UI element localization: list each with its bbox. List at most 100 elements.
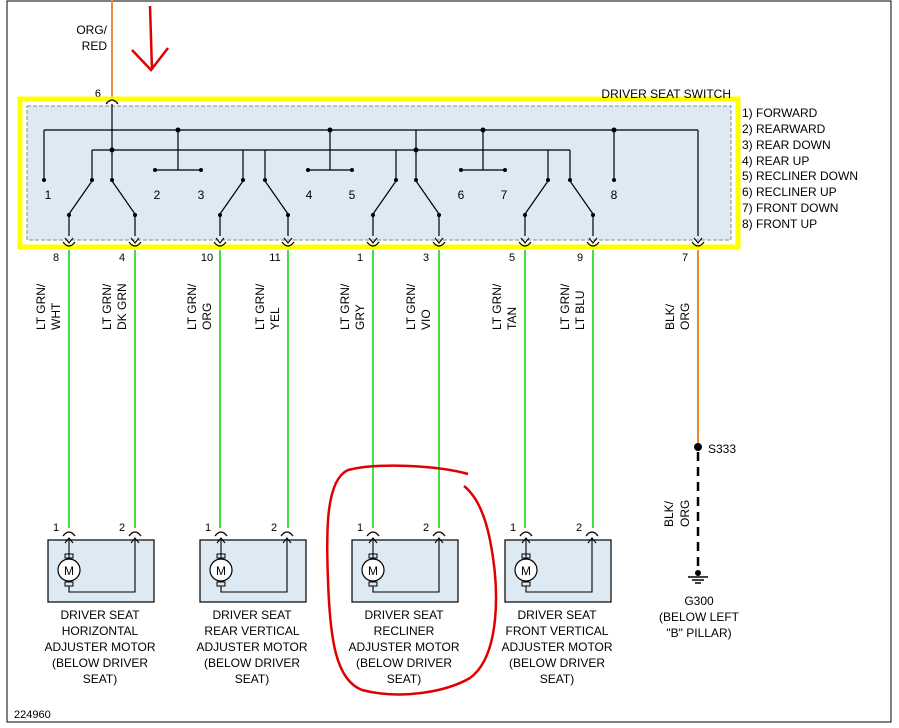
motor-symbol xyxy=(57,558,81,582)
feed-connector xyxy=(105,99,119,105)
wire-color-1: LT GRN/ xyxy=(34,283,48,330)
wire-color-2: DK GRN xyxy=(115,283,129,330)
bus-junction-dots xyxy=(109,127,617,153)
motor-label-line: DRIVER SEAT xyxy=(212,608,292,622)
pin-chevron xyxy=(520,237,530,244)
ground-label-3: "B" PILLAR) xyxy=(666,626,731,640)
contact-number-7: 7 xyxy=(501,188,508,202)
wire-color-1: LT GRN/ xyxy=(253,283,267,330)
brush xyxy=(368,553,378,559)
wire-color-1: BLK/ xyxy=(663,303,677,330)
motor-pin-number: 1 xyxy=(205,522,211,534)
motor-label-line: ADJUSTER MOTOR xyxy=(501,640,612,654)
pin-chevron xyxy=(130,537,140,544)
motor-symbol xyxy=(514,558,538,582)
connector-cavity xyxy=(432,241,446,247)
motor-label-line: RECLINER xyxy=(374,624,435,638)
motor-label-line: DRIVER SEAT xyxy=(364,608,444,622)
motor-label-line: DRIVER SEAT xyxy=(517,608,597,622)
wire-color-2: VIO xyxy=(419,309,433,330)
motor-label-line: (BELOW DRIVER xyxy=(356,656,452,670)
contact-number-2: 2 xyxy=(154,188,161,202)
function-item: 3) REAR DOWN xyxy=(742,138,831,152)
contact-number-8: 8 xyxy=(611,188,618,202)
contact-number-5: 5 xyxy=(349,188,356,202)
motor-lead xyxy=(525,540,593,593)
motor-pin-number: 1 xyxy=(53,522,59,534)
diagram-frame xyxy=(6,0,892,723)
connector-cavity xyxy=(281,241,295,247)
wire-color-2: ORG xyxy=(200,303,214,330)
pin-chevron xyxy=(588,237,598,244)
motor-symbol xyxy=(209,558,233,582)
annotation-circle xyxy=(325,464,498,696)
contact-number-3: 3 xyxy=(198,188,205,202)
wire-color-1: LT GRN/ xyxy=(490,283,504,330)
brush xyxy=(64,581,74,587)
motors: 1 2M DRIVER SEAT HORIZONTAL ADJUSTER MOTOR (B… xyxy=(44,522,612,686)
contact-number-6: 6 xyxy=(458,188,465,202)
ground-symbol xyxy=(688,570,708,584)
motor-pin-number: 2 xyxy=(576,522,582,534)
wire-color-2: YEL xyxy=(268,307,282,330)
pin-chevron xyxy=(130,237,140,244)
output-wire: 3 LT GRN/VIO xyxy=(404,237,446,528)
motor-label-line: REAR VERTICAL xyxy=(204,624,299,638)
pin-number: 11 xyxy=(269,252,280,264)
brush xyxy=(368,581,378,587)
wire-color-2: LT BLU xyxy=(573,290,587,330)
motor-label-line: HORIZONTAL xyxy=(62,624,139,638)
pin-chevron xyxy=(368,537,378,544)
ground-label-2: (BELOW LEFT xyxy=(659,610,740,624)
connector-cavity xyxy=(366,241,380,247)
function-item: 1) FORWARD xyxy=(742,106,818,120)
pin-number: 3 xyxy=(423,252,429,264)
pin-chevron xyxy=(283,237,293,244)
function-item: 7) FRONT DOWN xyxy=(742,201,838,215)
connector-cavity xyxy=(691,241,705,247)
switch-outline xyxy=(17,96,741,250)
contact-number-4: 4 xyxy=(306,188,313,202)
motor-label-line: (BELOW DRIVER xyxy=(509,656,605,670)
motor-label-line: SEAT) xyxy=(387,672,421,686)
connector-cavity xyxy=(62,531,76,537)
motor-label-line: ADJUSTER MOTOR xyxy=(348,640,459,654)
ground-wire-color-2: ORG xyxy=(678,500,692,527)
connector-cavity xyxy=(585,531,599,537)
motor-symbol xyxy=(361,558,385,582)
pin-chevron xyxy=(216,537,226,544)
wire-color-1: LT GRN/ xyxy=(404,283,418,330)
connector-cavity xyxy=(214,531,228,537)
switch-blades xyxy=(68,180,594,236)
wire-color-1: LT GRN/ xyxy=(338,283,352,330)
feed-wire-color-2: RED xyxy=(82,39,108,53)
pin-chevron xyxy=(64,237,74,244)
switch-contact-dots xyxy=(42,168,616,217)
switch-body xyxy=(26,105,732,241)
connector-cavity xyxy=(128,531,142,537)
pin-chevron xyxy=(587,537,597,544)
output-wire: 9LT GRN/LT BLU xyxy=(558,237,600,528)
pin-number: 1 xyxy=(357,252,363,264)
output-wire: 11 LT GRN/YEL xyxy=(253,237,295,528)
motor-pin-number: 2 xyxy=(423,522,429,534)
splice-dot xyxy=(694,443,702,451)
pin-chevron xyxy=(434,237,444,244)
switch-function-list: 1) FORWARD 2) REARWARD 3) REAR DOWN 4) R… xyxy=(742,106,858,231)
motor-label-line: SEAT) xyxy=(83,672,117,686)
connector-cavity xyxy=(62,241,76,247)
switch-bus xyxy=(43,104,699,236)
brush xyxy=(216,581,226,587)
splice-label: S333 xyxy=(708,442,736,456)
motor-label-line: ADJUSTER MOTOR xyxy=(196,640,307,654)
output-wire: 5LT GRN/TAN xyxy=(490,237,532,528)
motor-symbol-letter: M xyxy=(64,564,74,578)
connector-cavity xyxy=(128,241,142,247)
pin-chevron xyxy=(368,237,378,244)
pin-number: 5 xyxy=(509,252,515,264)
